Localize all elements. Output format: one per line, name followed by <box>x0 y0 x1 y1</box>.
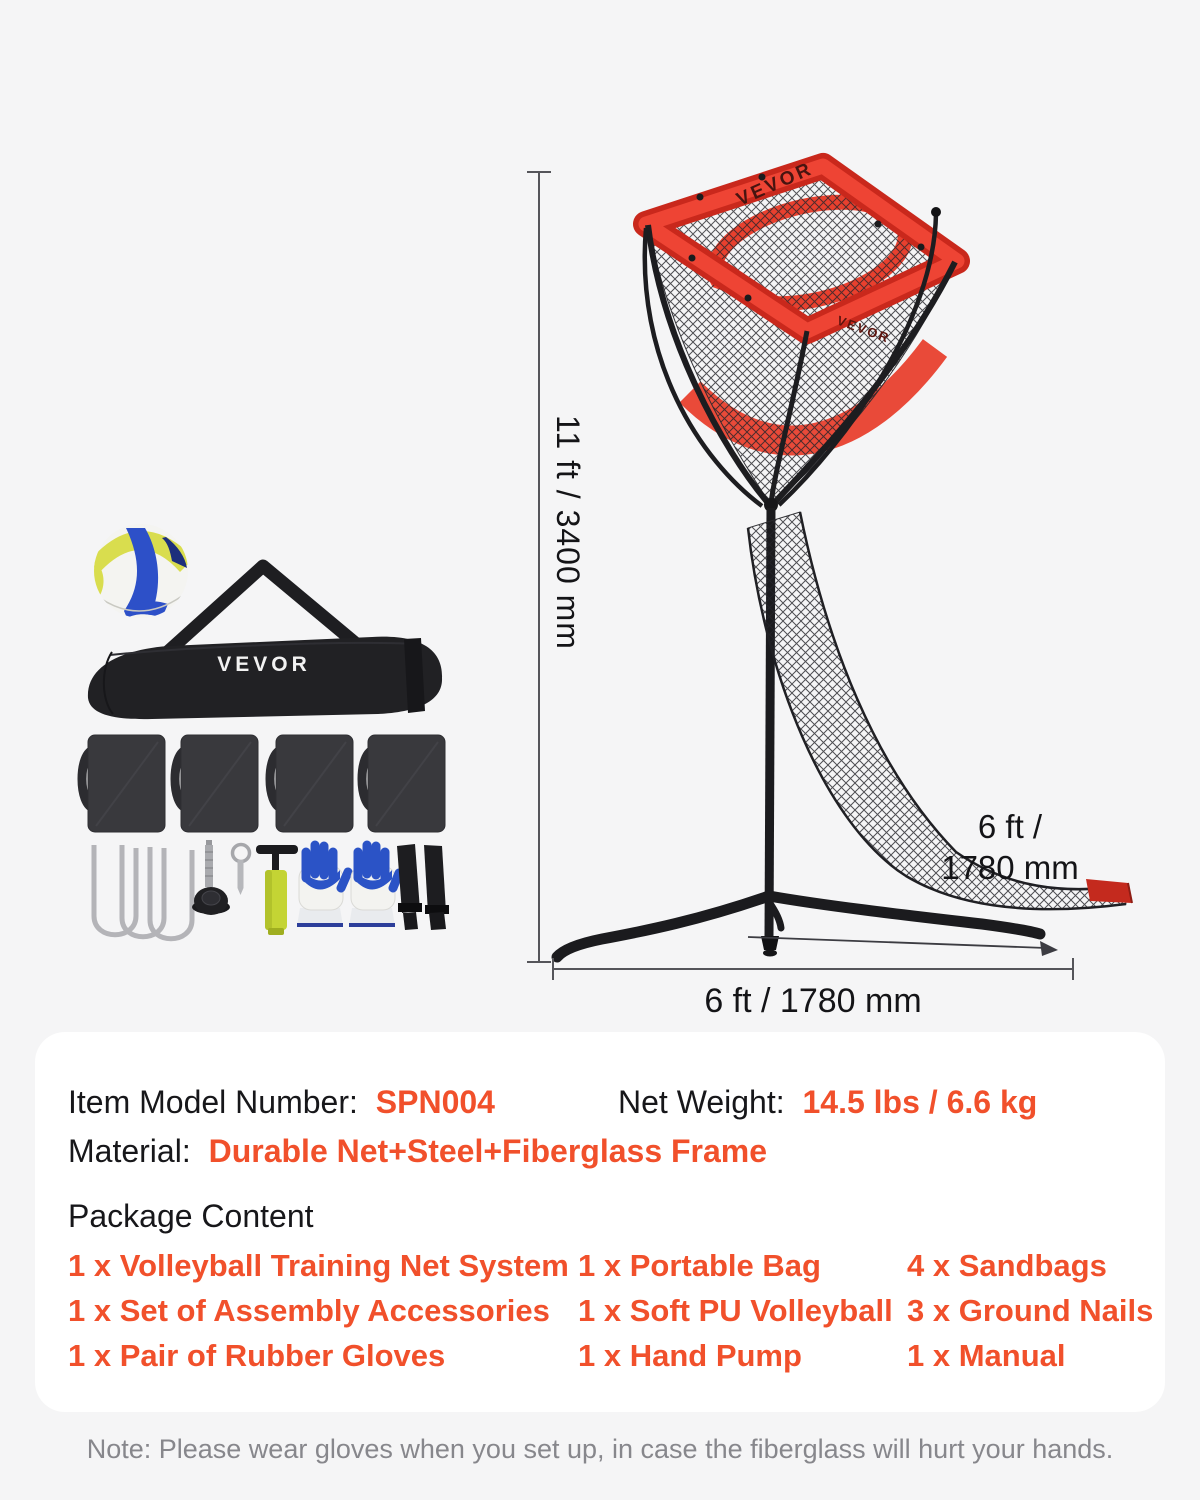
model-number-row: Item Model Number: SPN004 <box>68 1084 495 1121</box>
frame-rods <box>642 213 958 508</box>
spec-card: Item Model Number: SPN004 Net Weight: 14… <box>35 1032 1165 1412</box>
dimension-base-label: 6 ft / 1780 mm <box>704 982 922 1020</box>
package-column-3: 4 x Sandbags 3 x Ground Nails 1 x Manual <box>907 1243 1153 1378</box>
package-item: 1 x Volleyball Training Net System <box>68 1248 569 1283</box>
ball-return-chute <box>746 511 1133 911</box>
ring-pin <box>230 842 252 895</box>
ground-nails <box>91 845 195 942</box>
package-item: 1 x Pair of Rubber Gloves <box>68 1338 446 1373</box>
net-weight-label: Net Weight: <box>618 1084 785 1120</box>
package-column-2: 1 x Portable Bag 1 x Soft PU Volleyball … <box>578 1243 893 1378</box>
model-number-value: SPN004 <box>375 1084 495 1120</box>
dimension-chute-line2: 1780 mm <box>941 849 1079 886</box>
straps <box>397 844 449 930</box>
dimension-lines <box>527 171 1074 980</box>
rim-clips <box>688 173 925 302</box>
package-item: 1 x Soft PU Volleyball <box>578 1293 893 1328</box>
sandbag <box>357 734 446 833</box>
package-item: 1 x Manual <box>907 1338 1066 1373</box>
material-row: Material: Durable Net+Steel+Fiberglass F… <box>68 1133 767 1170</box>
chute-red-tip <box>1086 879 1132 903</box>
package-item: 3 x Ground Nails <box>907 1293 1154 1328</box>
hand-pump <box>256 845 298 935</box>
model-number-label: Item Model Number: <box>68 1084 358 1120</box>
sandbag <box>77 734 166 833</box>
note-text: Note: Please wear gloves when you set up… <box>86 1434 1114 1464</box>
valve-pin <box>192 840 230 915</box>
material-label: Material: <box>68 1133 191 1169</box>
carry-bag: VEVOR <box>87 559 443 720</box>
product-illustration: VEVOR VEVOR <box>77 153 1133 980</box>
net-weight-row: Net Weight: 14.5 lbs / 6.6 kg <box>618 1084 1037 1121</box>
package-content-title: Package Content <box>68 1198 314 1234</box>
bag-body <box>87 636 443 720</box>
bag-strap <box>147 559 383 671</box>
package-item: 1 x Portable Bag <box>578 1248 821 1283</box>
package-item: 4 x Sandbags <box>907 1248 1107 1283</box>
accessories: VEVOR <box>77 524 449 942</box>
strap <box>397 844 422 930</box>
dimension-height-label: 11 ft / 3400 mm <box>550 415 586 650</box>
tripod-legs <box>551 890 1046 963</box>
sandbag <box>265 734 354 833</box>
training-net-system: VEVOR VEVOR <box>551 153 1133 963</box>
package-item: 1 x Hand Pump <box>578 1338 802 1373</box>
sandbag <box>170 734 259 833</box>
bag-logo-text: VEVOR <box>217 653 311 676</box>
volleyball <box>94 524 188 618</box>
strap <box>424 845 449 930</box>
package-column-1: 1 x Volleyball Training Net System 1 x S… <box>68 1243 569 1378</box>
dimension-chute-line1: 6 ft / <box>977 808 1043 845</box>
gloves <box>297 840 404 927</box>
net-weight-value: 14.5 lbs / 6.6 kg <box>802 1084 1038 1120</box>
material-value: Durable Net+Steel+Fiberglass Frame <box>208 1133 768 1169</box>
dimension-chute-label: 6 ft / 1780 mm <box>905 806 1115 888</box>
glove <box>297 840 353 927</box>
sandbags <box>77 734 446 833</box>
glove <box>349 840 404 927</box>
package-item: 1 x Set of Assembly Accessories <box>68 1293 550 1328</box>
rod-knob <box>931 207 941 217</box>
product-scene: VEVOR VEVOR <box>77 153 1133 1020</box>
